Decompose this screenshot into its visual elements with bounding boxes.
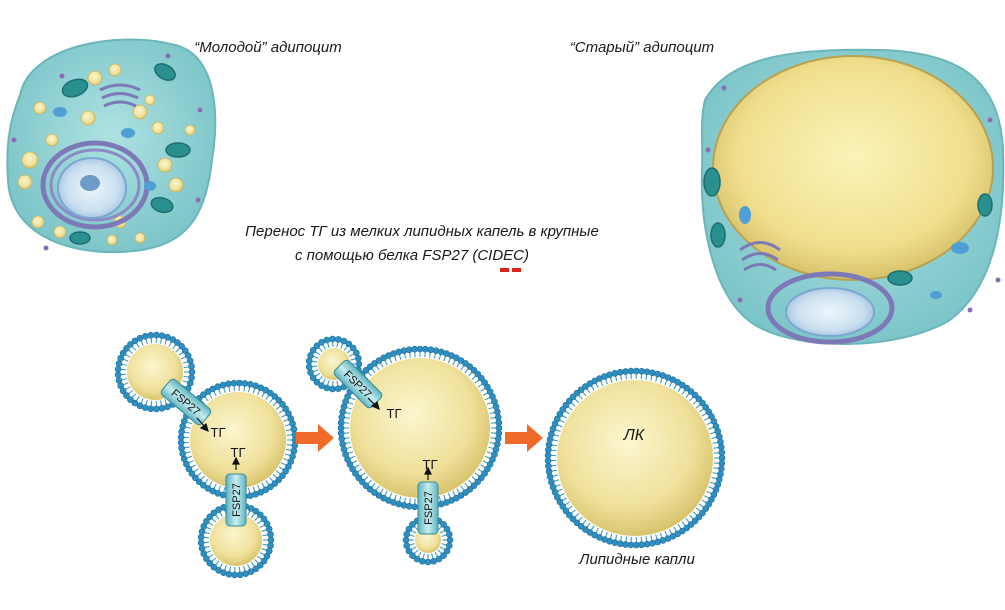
- lipid-drops-caption: Липидные капли: [578, 551, 695, 568]
- granule: [987, 117, 993, 123]
- tg-arrows: [196, 397, 432, 480]
- lipid-droplet-small: [132, 104, 148, 120]
- lipid-droplet-small: [21, 151, 39, 169]
- caption-line-1: Перенос ТГ из мелких липидных капель в к…: [245, 223, 599, 240]
- lipid-droplet-small: [168, 177, 184, 193]
- lipid-droplet-small: [144, 94, 156, 106]
- tg-label: ТГ: [211, 425, 226, 440]
- lipid-droplet-small: [157, 157, 173, 173]
- fsp27-channel-2b: FSP27: [417, 481, 439, 535]
- granule: [721, 85, 727, 91]
- transition-arrow-2: [505, 424, 543, 452]
- droplet-stage1-small-bottom: [197, 501, 275, 579]
- granule: [43, 245, 49, 251]
- lipid-droplet-small: [53, 225, 67, 239]
- granule: [165, 53, 171, 59]
- lipid-droplet-small: [80, 110, 96, 126]
- droplet-stage1-small-top: [114, 331, 196, 413]
- lipid-droplet-sequence: [114, 331, 726, 579]
- young-adipocyte: [6, 38, 217, 254]
- caption-line-2: с помощью белка FSP27 (CIDEC): [295, 247, 529, 264]
- lipid-droplet-small: [17, 174, 33, 190]
- granule: [59, 73, 65, 79]
- tg-label: ТГ: [231, 445, 246, 460]
- granule: [195, 197, 201, 203]
- lipid-droplet-small: [184, 124, 196, 136]
- granule: [995, 277, 1001, 283]
- lipid-droplet-small: [106, 234, 118, 246]
- droplet-stage3-lipid-body: [544, 367, 726, 549]
- fsp27-label: FSP27: [231, 483, 243, 517]
- granule: [705, 147, 711, 153]
- granule: [737, 297, 743, 303]
- reference-mark: [500, 268, 521, 272]
- old-adipocyte: [700, 48, 1005, 345]
- lipid-droplet-small: [151, 121, 165, 135]
- lipid-body-label: ЛК: [623, 427, 646, 444]
- droplet-stage1-medium: [177, 379, 299, 501]
- lipid-droplet-small: [33, 101, 47, 115]
- lipid-droplet-small: [31, 215, 45, 229]
- tg-label: ТГ: [423, 457, 438, 472]
- tg-label: ТГ: [387, 406, 402, 421]
- old-adipocyte-title: “Старый” адипоцит: [570, 39, 714, 56]
- granule: [967, 307, 973, 313]
- young-adipocyte-title: “Молодой” адипоцит: [194, 39, 341, 56]
- granule: [197, 107, 203, 113]
- fsp27-label: FSP27: [423, 491, 435, 525]
- lipid-droplet-small: [45, 133, 59, 147]
- lipid-droplet-small: [87, 70, 103, 86]
- lipid-droplet-small: [134, 232, 146, 244]
- fsp27-channel-1b: FSP27: [225, 473, 247, 527]
- granule: [11, 137, 17, 143]
- transition-arrow-1: [296, 424, 334, 452]
- lipid-droplet-small: [108, 63, 122, 77]
